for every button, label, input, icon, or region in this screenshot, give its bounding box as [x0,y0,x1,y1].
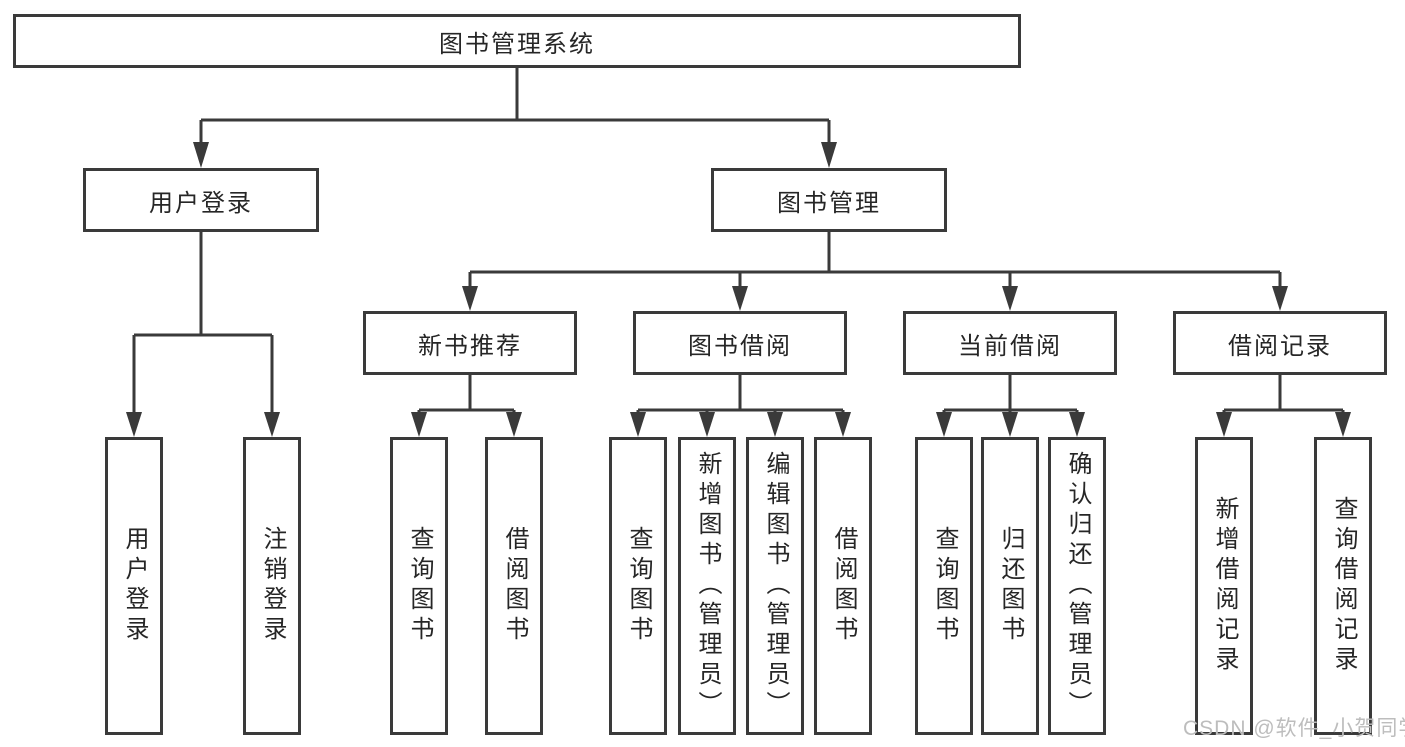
connector-current-borrow [942,375,1079,415]
leaf-return-book-label: 归还图书 [997,526,1024,646]
leaf-edit-book-admin: 编辑图书（管理员） [746,437,804,735]
leaf-confirm-return-admin-label: 确认归还（管理员） [1064,451,1091,721]
leaf-confirm-return-admin: 确认归还（管理员） [1048,437,1106,735]
connector-borrow-records [1222,375,1345,415]
arrowhead-icon [767,412,783,437]
connector-new-book-recommend [417,375,516,415]
leaf-query-books-recommend-label: 查询图书 [406,526,433,646]
leaf-query-books-recommend: 查询图书 [390,437,448,735]
leaf-edit-book-admin-label: 编辑图书（管理员） [762,451,789,721]
leaf-query-borrow-record-label: 查询借阅记录 [1330,496,1357,676]
node-current-borrow-label: 当前借阅 [958,332,1062,360]
node-borrow-records-label: 借阅记录 [1228,332,1332,360]
arrowhead-icon [936,412,952,437]
arrowhead-icon [1002,286,1018,311]
node-new-book-recommend: 新书推荐 [363,311,577,375]
leaf-query-books-current-label: 查询图书 [931,526,958,646]
node-book-management-label: 图书管理 [777,189,881,217]
node-book-management: 图书管理 [711,168,947,232]
arrowhead-icon [126,412,142,437]
leaf-add-borrow-record-label: 新增借阅记录 [1211,496,1238,676]
leaf-query-books-borrow: 查询图书 [609,437,667,735]
arrowhead-icon [1335,412,1351,437]
arrowhead-icon [821,142,837,168]
leaf-user-login-label: 用户登录 [121,526,148,646]
node-book-borrow-label: 图书借阅 [688,332,792,360]
watermark-text: CSDN @软件_小贺同学 [1183,717,1405,740]
leaf-query-borrow-record: 查询借阅记录 [1314,437,1372,735]
leaf-query-books-current: 查询图书 [915,437,973,735]
leaf-add-book-admin: 新增图书（管理员） [678,437,736,735]
arrowhead-icon [1216,412,1232,437]
connector-user-login [132,232,274,413]
node-root-label: 图书管理系统 [439,30,595,58]
arrowhead-icon [630,412,646,437]
arrowhead-icon [193,142,209,168]
arrowhead-icon [1069,412,1085,437]
arrowhead-icon [1002,412,1018,437]
leaf-borrow-books: 借阅图书 [814,437,872,735]
node-current-borrow: 当前借阅 [903,311,1117,375]
node-borrow-records: 借阅记录 [1173,311,1387,375]
leaf-borrow-books-recommend: 借阅图书 [485,437,543,735]
leaf-query-books-borrow-label: 查询图书 [625,526,652,646]
arrowheads [126,142,1351,437]
arrowhead-icon [264,412,280,437]
leaf-user-login: 用户登录 [105,437,163,735]
leaf-logout-label: 注销登录 [259,526,286,646]
leaf-add-borrow-record: 新增借阅记录 [1195,437,1253,735]
node-user-login: 用户登录 [83,168,319,232]
leaf-logout: 注销登录 [243,437,301,735]
arrowhead-icon [506,412,522,437]
leaf-add-book-admin-label: 新增图书（管理员） [694,451,721,721]
arrowhead-icon [1272,286,1288,311]
arrowhead-icon [462,286,478,311]
node-new-book-recommend-label: 新书推荐 [418,332,522,360]
arrowhead-icon [732,286,748,311]
node-book-borrow: 图书借阅 [633,311,847,375]
connector-book-management [468,232,1282,288]
connector-root [199,68,831,144]
arrowhead-icon [699,412,715,437]
leaf-return-book: 归还图书 [981,437,1039,735]
arrowhead-icon [411,412,427,437]
leaf-borrow-books-recommend-label: 借阅图书 [501,526,528,646]
node-root: 图书管理系统 [13,14,1021,68]
node-user-login-label: 用户登录 [149,189,253,217]
arrowhead-icon [835,412,851,437]
connector-book-borrow [636,375,845,415]
leaf-borrow-books-label: 借阅图书 [830,526,857,646]
